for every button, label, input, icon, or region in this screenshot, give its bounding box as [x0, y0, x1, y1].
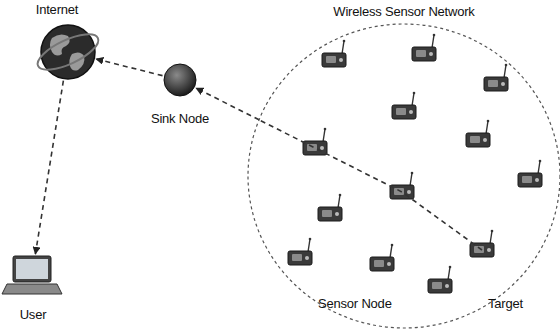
globe-node: Internet — [12, 2, 102, 88]
globe-icon — [41, 25, 95, 79]
part-label: Sensor Node — [318, 296, 392, 311]
sensor-node-icon — [370, 244, 394, 271]
sensor-node-icon — [322, 40, 346, 67]
laptop-icon — [2, 256, 62, 294]
sensor-node-icon — [484, 64, 508, 91]
sensor-node-icon — [392, 92, 416, 119]
part-label: Target — [488, 296, 523, 311]
data-flow-arrow — [96, 59, 162, 76]
globe-land — [50, 34, 70, 55]
data-flow-arrow — [35, 81, 63, 254]
wsn-node: Wireless Sensor Network — [246, 4, 560, 329]
sink-node-icon — [164, 64, 196, 96]
wsn-art — [246, 4, 560, 329]
label-anchor: Target — [488, 296, 523, 311]
relay-path — [259, 120, 482, 250]
sensor-node-icon — [318, 194, 342, 221]
network-boundary — [248, 24, 560, 328]
sensor-node-icon — [518, 160, 542, 187]
node-label: Internet — [36, 2, 79, 17]
sink-node: Sink Node — [140, 60, 220, 126]
sensor-node-icon — [303, 128, 327, 155]
globe-ring — [33, 27, 103, 77]
node-label: User — [20, 307, 47, 322]
node-label: Wireless Sensor Network — [333, 4, 474, 19]
node-label: Sink Node — [151, 111, 209, 126]
sensor-node-icon — [412, 34, 436, 61]
sensor-node-icon — [466, 120, 490, 147]
laptop-node: User — [0, 250, 66, 322]
sensor-node-icon — [288, 238, 312, 265]
sensor-node-icon — [428, 266, 452, 293]
sensor-node-icon — [390, 172, 414, 199]
label-anchor: Sensor Node — [318, 296, 392, 311]
